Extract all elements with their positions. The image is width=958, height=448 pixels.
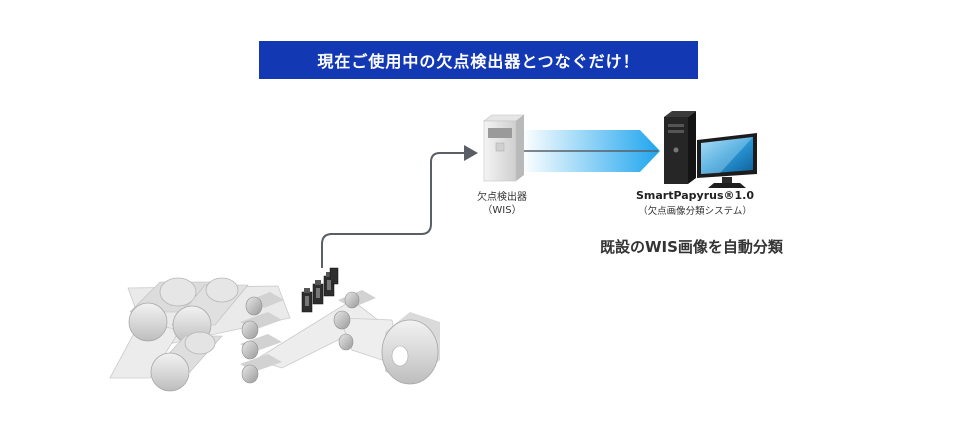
system-subtitle: （欠点画像分類システム） [638, 206, 752, 217]
server-icon [483, 114, 525, 182]
camera-icon [301, 267, 339, 313]
detector-name: 欠点検出器 [477, 192, 527, 203]
signal-cable [321, 145, 478, 268]
headline-banner: 現在ご使用中の欠点検出器とつなぐだけ！ [259, 41, 698, 79]
desktop-pc-icon [664, 111, 757, 188]
system-name: SmartPapyrus®1.0 [635, 189, 754, 202]
paper-roll-icon [381, 312, 440, 385]
feature-caption: 既設のWIS画像を自動分類 [600, 238, 783, 256]
guide-rollers [240, 290, 376, 384]
detector-label: 欠点検出器 （WIS） [462, 191, 542, 217]
detector-abbr: （WIS） [482, 205, 522, 216]
drying-rolls [128, 277, 249, 392]
headline-text: 現在ご使用中の欠点検出器とつなぐだけ！ [317, 52, 640, 71]
